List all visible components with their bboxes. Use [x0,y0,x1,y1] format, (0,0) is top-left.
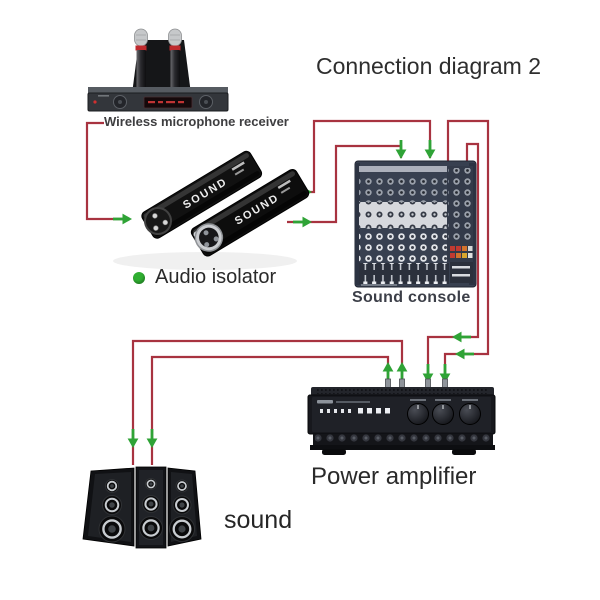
green-bullet-icon [133,271,145,284]
wire-console-to-amplifier-2 [426,142,480,383]
wire-console-to-amplifier-1 [443,119,490,383]
arrow-isolator-out-2 [291,215,314,229]
arrow-amplifier-out-2 [395,360,409,383]
arrow-into-console-1 [423,138,437,161]
arrow-into-isolator [111,212,134,226]
receiver-label: Wireless microphone receiver [104,114,289,129]
power-amplifier-illustration [307,378,496,455]
wire-amplifier-to-speakers-1 [131,339,404,465]
speakers-label: sound [224,506,293,534]
arrow-console-out-1 [450,330,473,344]
page-title: Connection diagram 2 [316,53,542,79]
arrow-console-out-2 [453,347,476,361]
wire-receiver-to-isolator [85,121,129,221]
audio-isolator-illustration: SOUND SOUND [113,150,310,270]
isolator-label: Audio isolator [155,266,277,288]
amplifier-label: Power amplifier [311,463,477,490]
console-label: Sound console [352,289,471,306]
speakers-illustration [82,466,202,549]
arrow-into-speakers-2 [145,427,159,450]
wireless-receiver-illustration [87,28,229,112]
arrow-amplifier-out-1 [381,360,395,383]
speaker-drivers [98,478,195,543]
isolator-label-row: Audio isolator [133,266,276,289]
arrow-into-speakers-1 [126,427,140,450]
arrow-into-console-2 [394,138,408,161]
sound-console-illustration [354,160,477,288]
